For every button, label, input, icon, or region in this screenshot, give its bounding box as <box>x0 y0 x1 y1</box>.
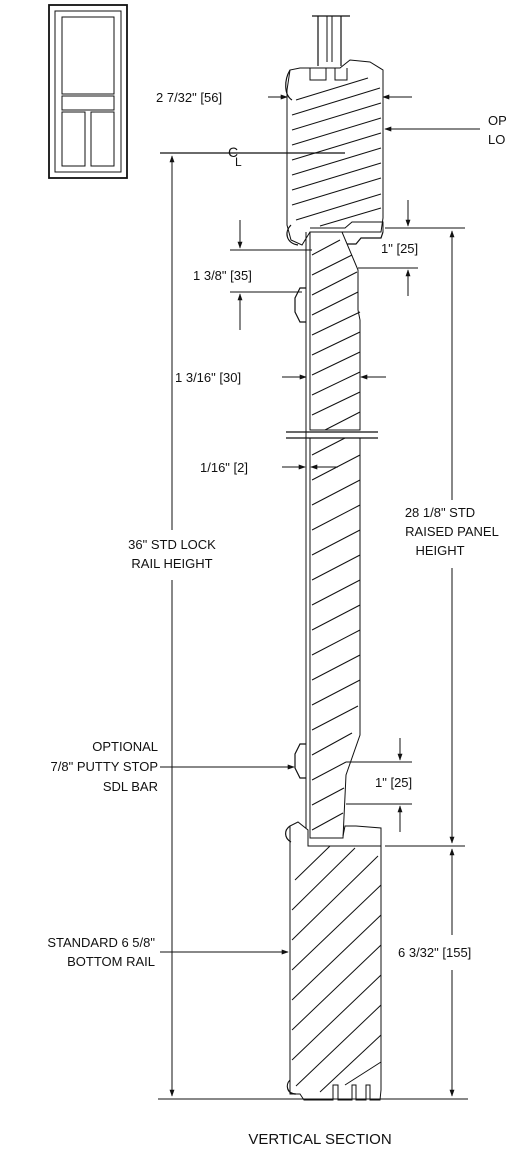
dim-panel-raise-bottom-label: 1" [25] <box>375 775 412 790</box>
lock-rail-height-line1: 36" STD LOCK <box>128 537 216 552</box>
glass-stub <box>312 15 350 66</box>
centerline-symbol-c: C <box>228 144 238 160</box>
bottom-rail-line1: STANDARD 6 5/8" <box>47 935 155 950</box>
putty-stop-line2: 7/8" PUTTY STOP <box>51 759 158 774</box>
dimension-panel-raise-top: 1" [25] <box>358 200 418 296</box>
putty-stop-line1: OPTIONAL <box>92 739 158 754</box>
raised-panel-height-line3: HEIGHT <box>415 543 464 558</box>
bottom-rail-line2: BOTTOM RAIL <box>67 954 155 969</box>
callout-bottom-rail: STANDARD 6 5/8" BOTTOM RAIL <box>47 935 289 969</box>
centerline-symbol-l: L <box>235 155 242 169</box>
drawing-title: VERTICAL SECTION <box>248 1131 391 1148</box>
dimension-panel-gap: 1/16" [2] <box>200 460 338 475</box>
dim-panel-thickness-label: 1 3/16" [30] <box>175 370 241 385</box>
dimension-panel-raise-bottom: 1" [25] <box>346 738 412 832</box>
dimension-raised-panel-height: 28 1/8" STD RAISED PANEL HEIGHT <box>385 227 499 844</box>
callout-optional-lock-rail-line1: OP <box>488 113 506 128</box>
putty-stop-line3: SDL BAR <box>103 779 158 794</box>
dim-panel-gap-label: 1/16" [2] <box>200 460 248 475</box>
callout-putty-stop: OPTIONAL 7/8" PUTTY STOP SDL BAR <box>51 739 295 794</box>
dim-top-bead-label: 1 3/8" [35] <box>193 268 252 283</box>
raised-panel-height-line2: RAISED PANEL <box>405 524 499 539</box>
callout-optional-lock-rail: OP LO <box>384 113 506 147</box>
bottom-rail-section <box>285 821 382 1101</box>
dimension-panel-thickness: 1 3/16" [30] <box>175 370 386 385</box>
dim-panel-raise-top-label: 1" [25] <box>381 241 418 256</box>
door-elevation-thumbnail <box>48 4 128 179</box>
raised-panel-height-line1: 28 1/8" STD <box>405 505 475 520</box>
raised-panel-section <box>286 231 378 839</box>
dimension-top-bead: 1 3/8" [35] <box>193 220 312 330</box>
dim-bottom-rail-height-label: 6 3/32" [155] <box>398 945 471 960</box>
dimension-lock-rail-height: 36" STD LOCK RAIL HEIGHT <box>128 155 468 1100</box>
callout-optional-lock-rail-line2: LO <box>488 132 505 147</box>
dimension-lock-rail-thickness: 2 7/32" [56] <box>156 90 412 105</box>
centerline-marker: C L <box>160 144 345 169</box>
lock-rail-height-line2: RAIL HEIGHT <box>131 556 212 571</box>
dim-lock-rail-thickness-label: 2 7/32" [56] <box>156 90 222 105</box>
dimension-bottom-rail-height: 6 3/32" [155] <box>398 848 471 1097</box>
